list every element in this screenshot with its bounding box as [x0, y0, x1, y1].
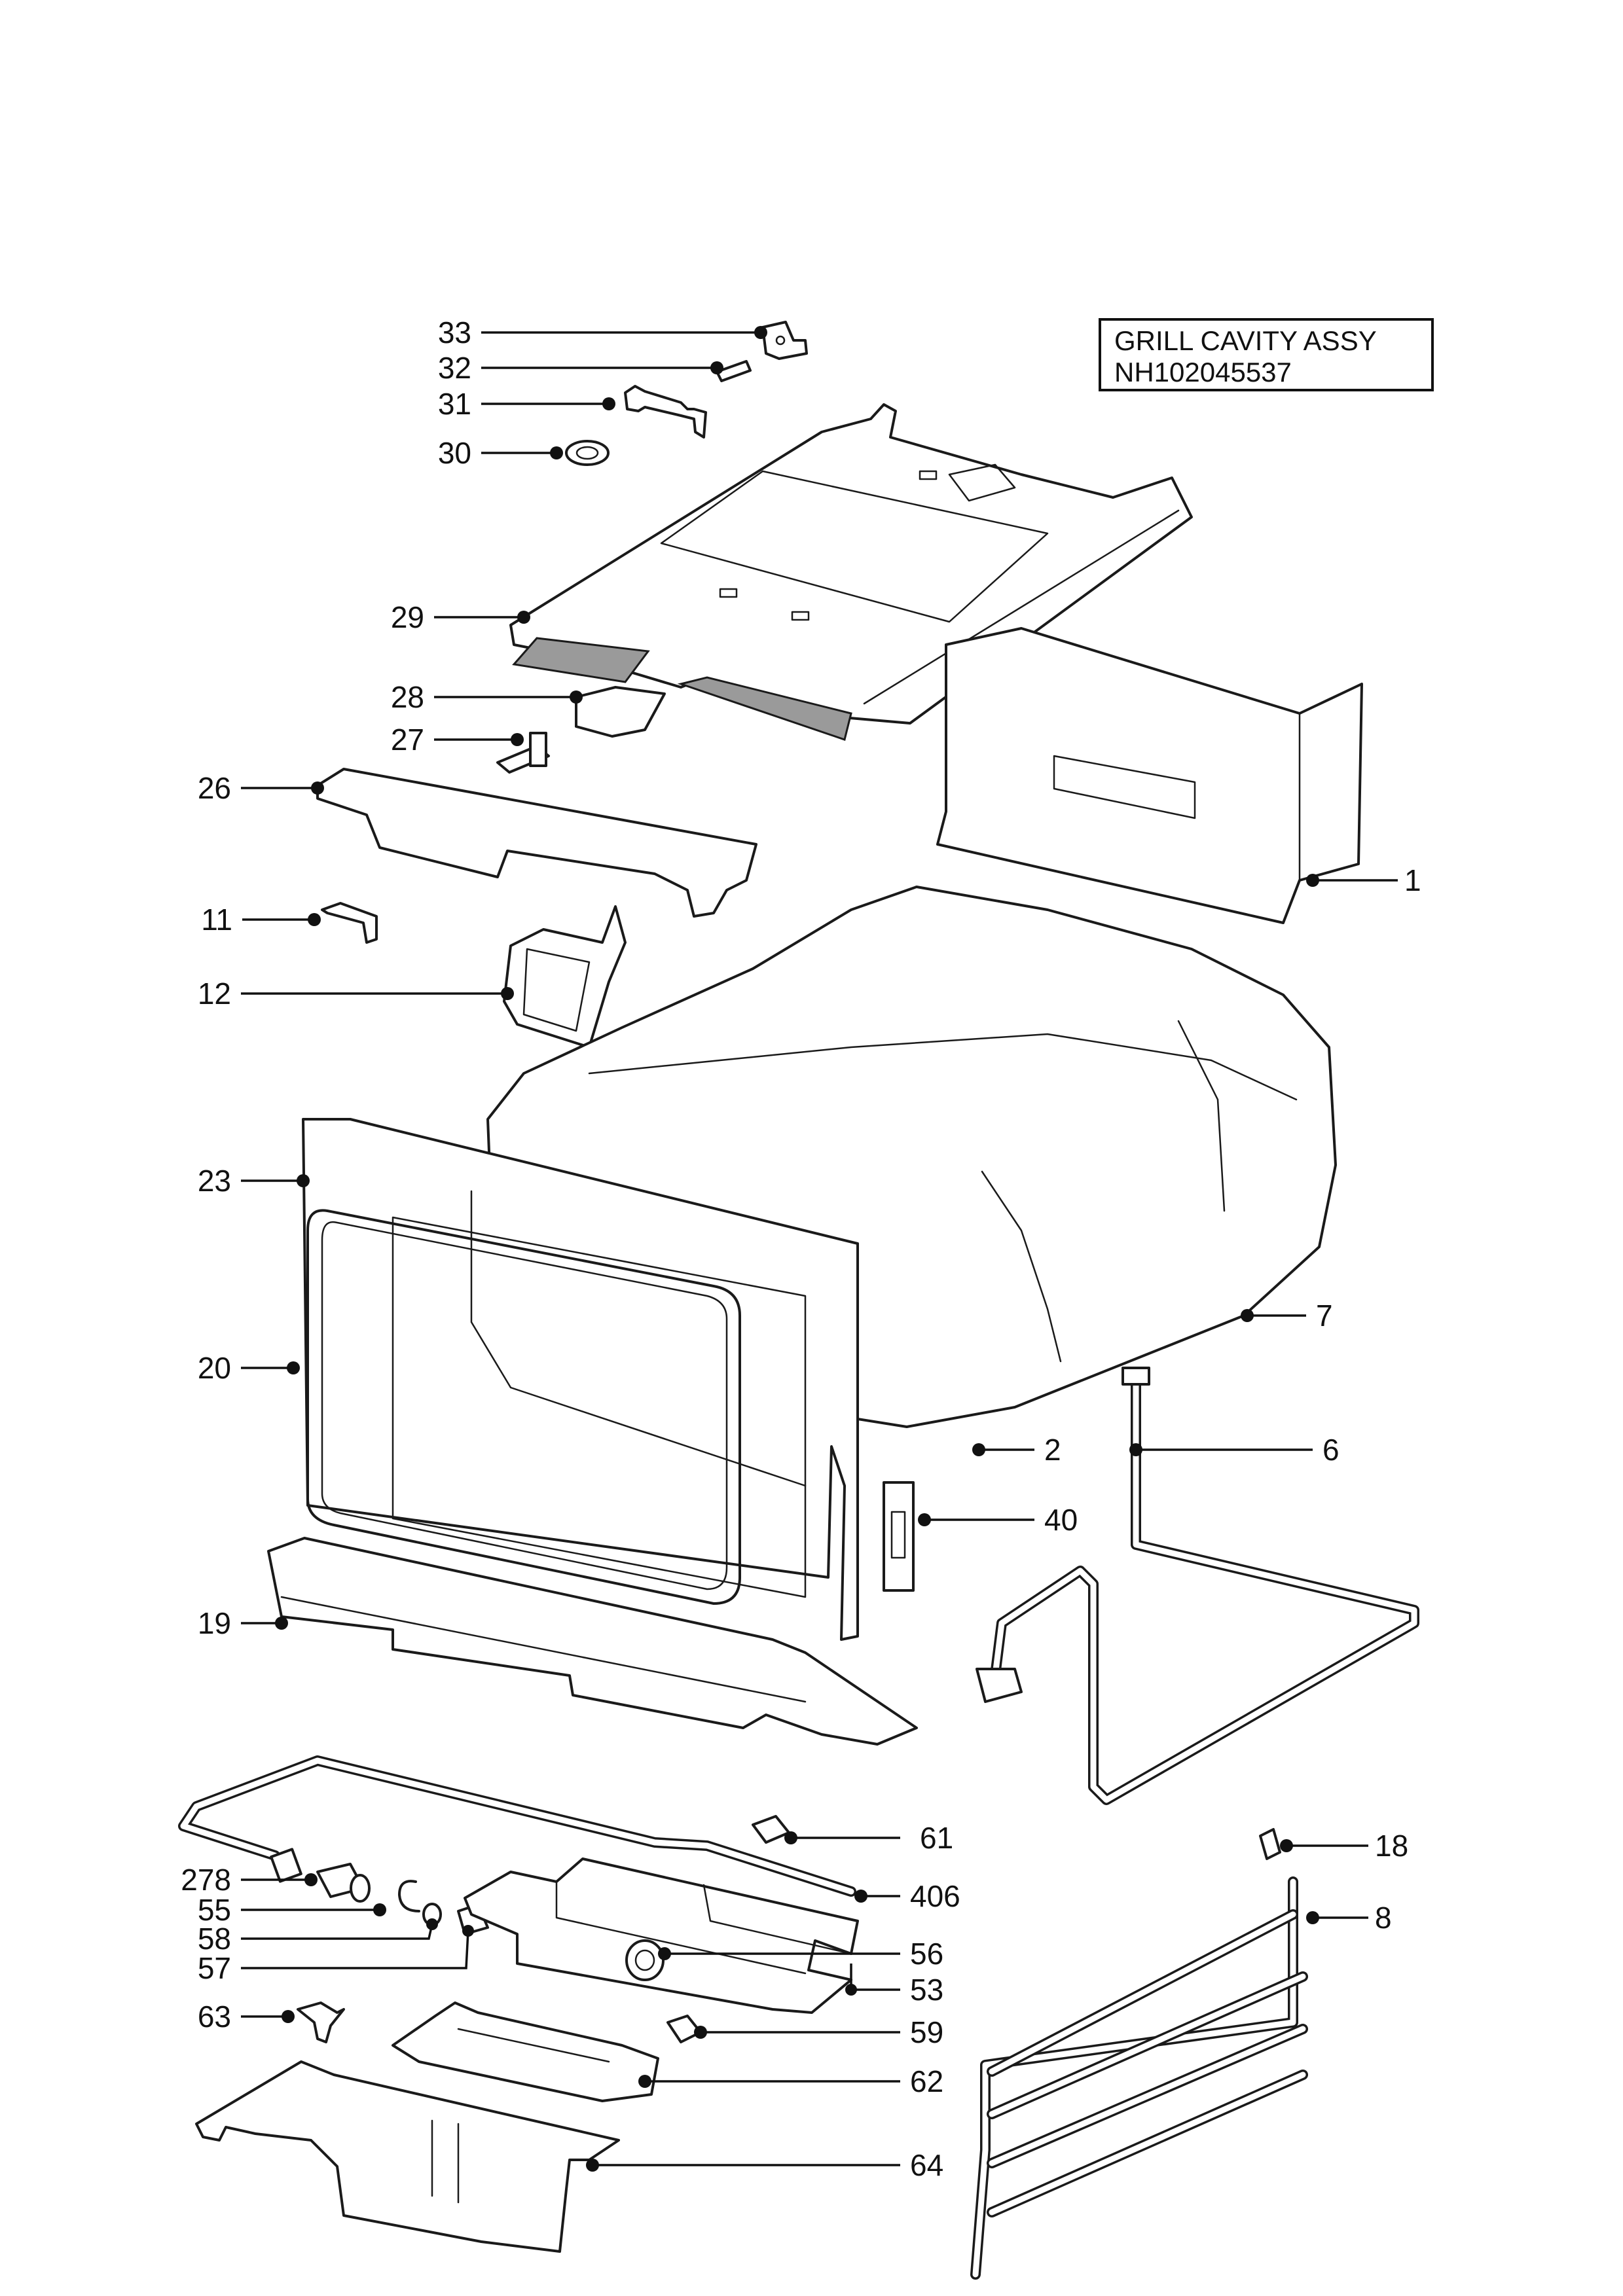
svg-text:26: 26 [198, 771, 231, 805]
callout-28: 28 [391, 680, 583, 714]
callout-31: 31 [438, 387, 615, 421]
callout-58: 58 [198, 1918, 438, 1956]
svg-text:23: 23 [198, 1164, 231, 1198]
callout-33: 33 [438, 315, 767, 350]
svg-text:64: 64 [910, 2148, 943, 2182]
callout-57: 57 [198, 1925, 474, 1985]
callout-26: 26 [198, 771, 324, 805]
callout-59: 59 [694, 2015, 943, 2049]
title-line-1: GRILL CAVITY ASSY [1114, 325, 1377, 356]
svg-text:59: 59 [910, 2015, 943, 2049]
part-53-tray [464, 1857, 859, 2014]
svg-text:58: 58 [198, 1922, 231, 1956]
callout-30: 30 [438, 436, 563, 470]
part-40-switch [883, 1481, 915, 1592]
callout-12: 12 [198, 977, 514, 1011]
svg-text:12: 12 [198, 977, 231, 1011]
callout-6: 6 [1129, 1433, 1340, 1467]
part-31-bracket [624, 385, 707, 439]
callout-61: 61 [784, 1821, 953, 1855]
svg-text:56: 56 [910, 1937, 943, 1971]
part-32-pin [716, 360, 752, 382]
svg-text:8: 8 [1375, 1901, 1392, 1935]
svg-text:27: 27 [391, 723, 424, 757]
callout-23: 23 [198, 1164, 310, 1198]
svg-text:278: 278 [181, 1863, 231, 1897]
part-12-window [503, 905, 627, 1049]
part-406-pipe [178, 1755, 856, 1897]
part-55-union [316, 1863, 371, 1903]
callout-2: 2 [972, 1433, 1061, 1467]
part-64-lower-tray [195, 2060, 620, 2253]
part-278-fitting [270, 1848, 302, 1883]
callout-11: 11 [201, 903, 321, 937]
part-62-burner [392, 2001, 659, 2102]
svg-text:1: 1 [1404, 863, 1421, 897]
svg-text:7: 7 [1316, 1299, 1333, 1333]
svg-text:20: 20 [198, 1351, 231, 1385]
svg-text:31: 31 [438, 387, 471, 421]
svg-text:19: 19 [198, 1606, 231, 1640]
part-29-top-plate [509, 403, 1193, 725]
svg-text:33: 33 [438, 315, 471, 350]
part-28-block [575, 686, 666, 738]
callout-27: 27 [391, 723, 524, 757]
callout-64: 64 [586, 2148, 943, 2182]
callout-7: 7 [1241, 1299, 1333, 1333]
callout-1: 1 [1306, 863, 1421, 897]
svg-text:57: 57 [198, 1951, 231, 1985]
callout-56: 56 [658, 1937, 943, 1971]
callout-19: 19 [198, 1606, 288, 1640]
title-box: GRILL CAVITY ASSY NH102045537 [1099, 318, 1434, 391]
callout-62: 62 [638, 2064, 943, 2098]
part-56-nut [625, 1939, 665, 1981]
svg-text:55: 55 [198, 1893, 231, 1927]
part-30-knob [565, 440, 610, 466]
part-19-lower-plate [267, 1537, 918, 1746]
svg-text:30: 30 [438, 436, 471, 470]
part-1-back-panel [936, 627, 1363, 924]
svg-text:53: 53 [910, 1973, 943, 2007]
svg-text:11: 11 [201, 903, 232, 937]
callout-63: 63 [198, 2000, 295, 2034]
svg-text:28: 28 [391, 680, 424, 714]
svg-text:40: 40 [1044, 1503, 1078, 1537]
part-29-insulation-right [677, 676, 852, 741]
callout-32: 32 [438, 351, 723, 385]
callout-278: 278 [181, 1863, 318, 1897]
part-23-front-frame [302, 1118, 859, 1641]
title-line-2: NH102045537 [1114, 357, 1292, 387]
part-8-shelf-rack [970, 1876, 1308, 2280]
callout-8: 8 [1306, 1901, 1392, 1935]
svg-text:32: 32 [438, 351, 471, 385]
part-33-bracket [761, 321, 808, 360]
part-29-insulation-left [512, 637, 650, 683]
callout-55: 55 [198, 1893, 386, 1927]
part-27-lamp [496, 732, 550, 774]
part-11-clip [321, 902, 378, 944]
svg-text:406: 406 [910, 1879, 960, 1913]
svg-text:62: 62 [910, 2064, 943, 2098]
part-58-clip [398, 1880, 420, 1912]
callout-18: 18 [1280, 1829, 1408, 1863]
callout-20: 20 [198, 1351, 300, 1385]
callout-406: 406 [854, 1879, 960, 1913]
svg-text:6: 6 [1322, 1433, 1340, 1467]
callout-53: 53 [845, 1964, 943, 2007]
part-61-clip [752, 1815, 790, 1844]
svg-text:18: 18 [1375, 1829, 1408, 1863]
part-26-shield [316, 768, 757, 918]
part-63-clip [297, 2001, 345, 2043]
part-20-seal [306, 1209, 741, 1605]
svg-text:29: 29 [391, 600, 424, 634]
svg-text:2: 2 [1044, 1433, 1061, 1467]
part-18-clip [1259, 1828, 1281, 1860]
callout-40: 40 [918, 1503, 1078, 1537]
svg-text:63: 63 [198, 2000, 231, 2034]
svg-text:61: 61 [920, 1821, 953, 1855]
part-6-probe-tube [976, 1367, 1419, 1805]
callout-29: 29 [391, 600, 530, 634]
